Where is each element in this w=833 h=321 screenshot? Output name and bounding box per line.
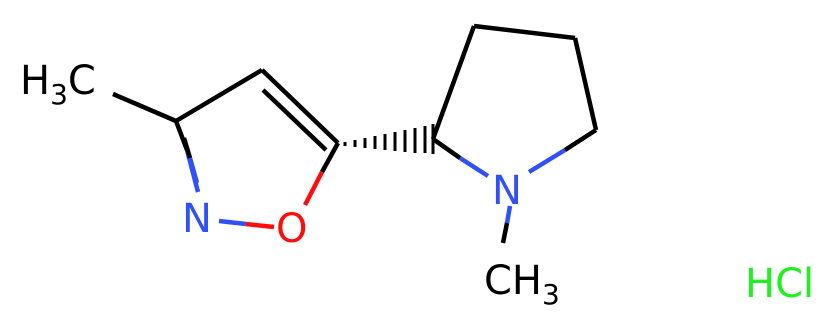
bond-c5-n-c [563, 128, 598, 152]
bond-c3-c4 [473, 23, 576, 41]
isoxazole-nitrogen-label: N [182, 196, 212, 242]
bond-n-methyl-c [500, 222, 510, 244]
bond-c2-n-c [431, 137, 462, 160]
stereo-hash-bond [343, 124, 435, 154]
bond-n-methyl-n [504, 205, 513, 224]
bond-methyl-c3 [112, 91, 177, 124]
isoxazole-ring [112, 68, 340, 230]
bond-c5-n-n [527, 148, 567, 174]
bond-c5-o-o [302, 170, 325, 207]
pyrrolidine-nitrogen-label: N [492, 168, 522, 214]
bond-c4-c5 [572, 37, 599, 131]
isoxazole-oxygen-label: O [276, 206, 307, 252]
pyrrolidine-ring [430, 23, 599, 244]
bond-c2-n-n [458, 156, 490, 178]
bond-o-n-n [218, 218, 247, 227]
bond-c4-c5 [260, 68, 340, 145]
bond-c3-c4 [174, 68, 264, 123]
bond-o-n-o [245, 221, 275, 230]
bond-c3-n-inner-c [181, 137, 193, 159]
bond-c5-o-c [320, 141, 340, 174]
salt-label: HCl [745, 261, 814, 307]
bond-c2-c3 [430, 25, 477, 140]
bond-c4-c5-inner [261, 88, 328, 152]
bond-c3-n-inner-n [187, 157, 200, 184]
methyl-label-left: H3C [20, 58, 96, 111]
methyl-label-bottom: CH3 [484, 258, 560, 311]
